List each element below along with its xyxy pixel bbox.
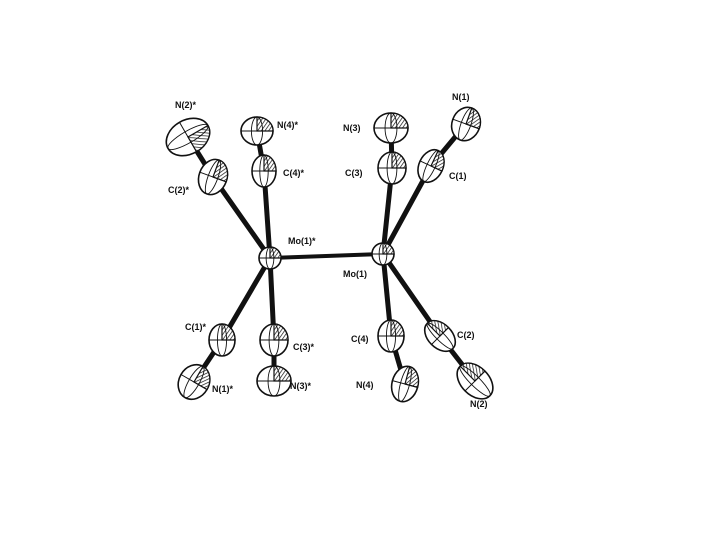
atom-n3s	[256, 365, 292, 397]
atom-c4s	[251, 154, 277, 188]
atom-label-mo1s: Mo(1)*	[288, 236, 316, 246]
atom-n4s	[240, 116, 274, 146]
atom-c2s	[197, 158, 229, 196]
bond-mo1s-mo1	[268, 252, 385, 260]
atom-label-n3: N(3)	[343, 123, 361, 133]
labels-layer: Mo(1)* Mo(1) C(1) N(1) C(2) N(2) C(3) N(3) C(4) N…	[168, 92, 488, 409]
atom-label-c3s: C(3)*	[293, 342, 314, 352]
atom-label-c2: C(2)	[457, 330, 475, 340]
atom-n4	[390, 365, 420, 403]
atom-label-n1: N(1)	[452, 92, 470, 102]
atom-mo1s	[258, 246, 282, 270]
atom-mo1	[371, 242, 395, 266]
atom-label-c1s: C(1)*	[185, 322, 206, 332]
atom-c1	[417, 148, 445, 184]
atom-label-mo1: Mo(1)	[343, 269, 367, 279]
atom-c3s	[259, 323, 289, 357]
bond-mo1s-c2s	[210, 174, 273, 261]
atom-label-n3s: N(3)*	[290, 381, 311, 391]
atom-c3	[377, 151, 407, 185]
atom-label-n2s: N(2)*	[175, 100, 196, 110]
atoms-layer	[165, 106, 494, 403]
atom-n1s	[177, 363, 211, 401]
atom-label-c4: C(4)	[351, 334, 369, 344]
atom-c4	[377, 319, 405, 353]
atom-label-c2s: C(2)*	[168, 185, 189, 195]
atom-n2s	[165, 117, 211, 157]
atom-label-c1: C(1)	[449, 171, 467, 181]
atom-c1s	[208, 323, 236, 357]
atom-n3	[373, 112, 409, 144]
atom-n2	[456, 362, 494, 400]
atom-label-c4s: C(4)*	[283, 168, 304, 178]
atom-label-c3: C(3)	[345, 168, 363, 178]
atom-label-n4: N(4)	[356, 380, 374, 390]
atom-label-n4s: N(4)*	[277, 120, 298, 130]
atom-label-n1s: N(1)*	[212, 384, 233, 394]
atom-label-n2: N(2)	[470, 399, 488, 409]
atom-n1	[450, 106, 482, 142]
atom-c2	[423, 319, 457, 353]
